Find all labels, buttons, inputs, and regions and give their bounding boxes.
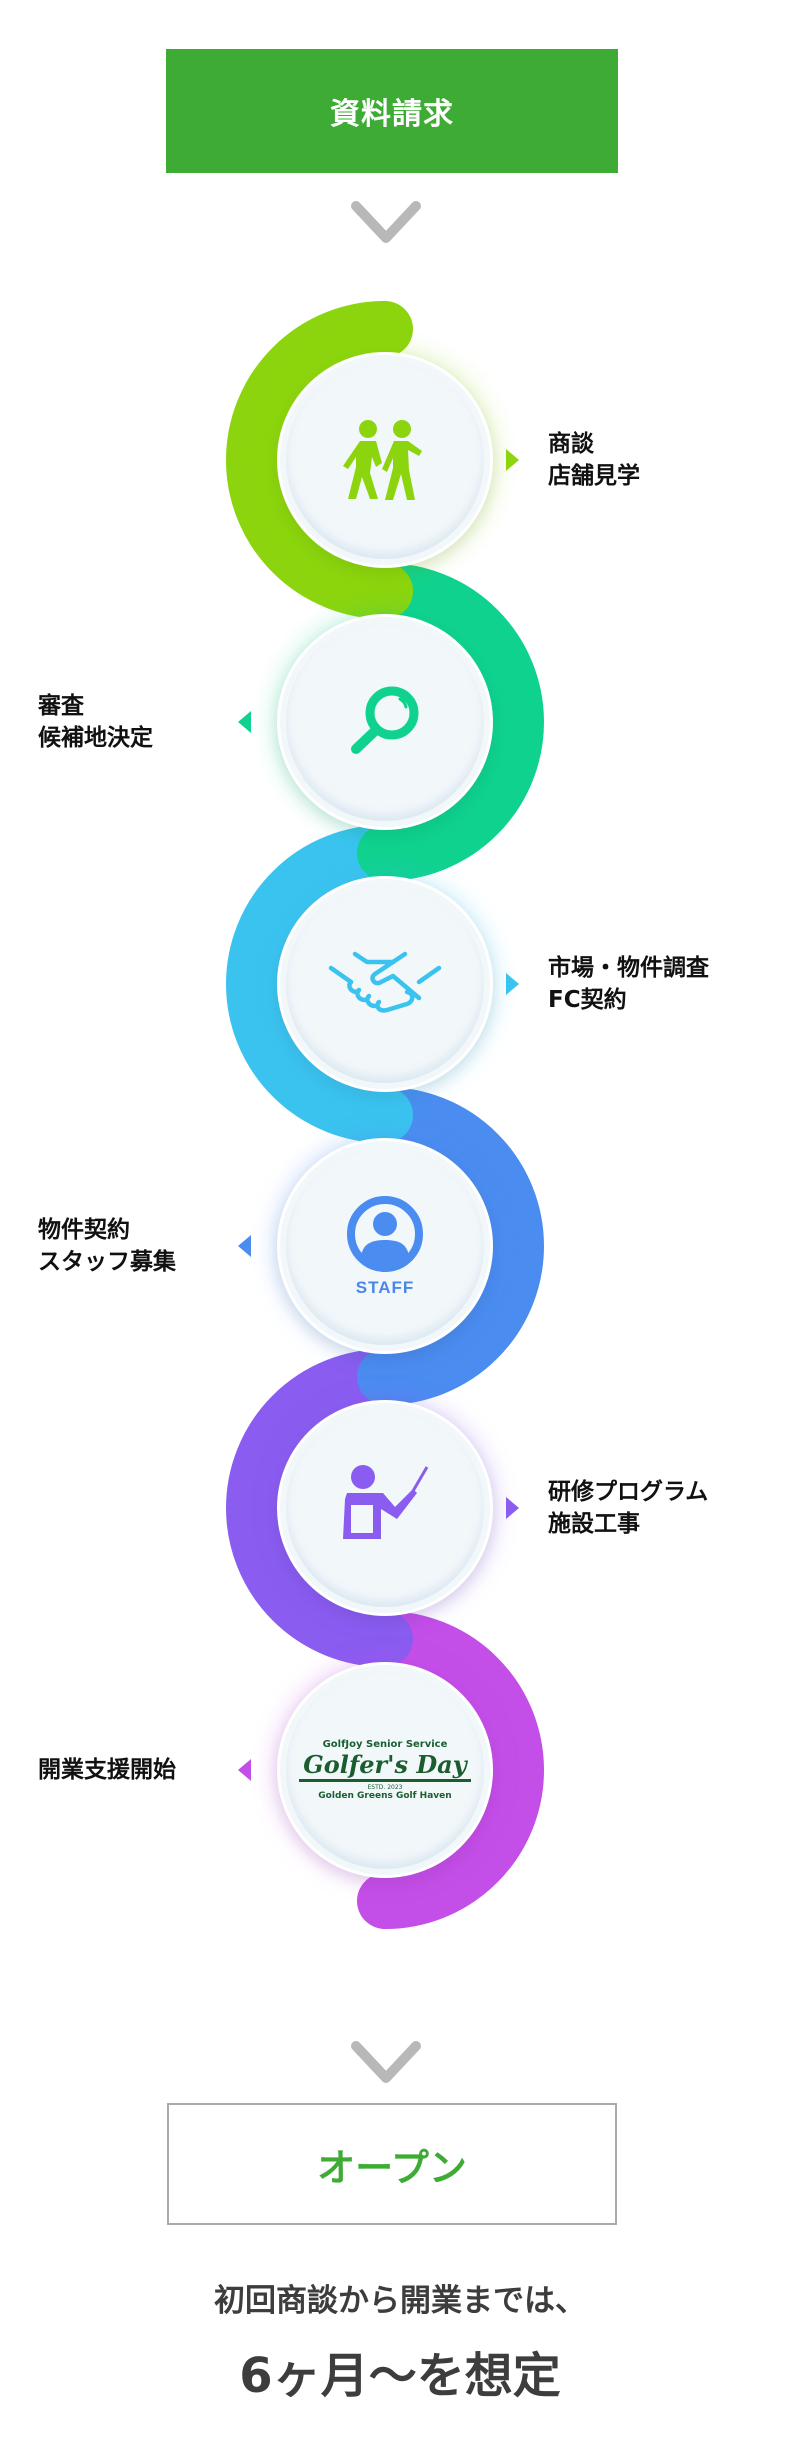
flow-arc-5 xyxy=(226,1349,413,1667)
step-circle-5 xyxy=(277,1400,493,1616)
triangle-left-icon xyxy=(238,1235,251,1257)
logo-bottom-text: Golden Greens Golf Haven xyxy=(318,1791,452,1801)
step-circle-1 xyxy=(277,352,493,568)
step-circle-3 xyxy=(277,876,493,1092)
step-label-line: 開業支援開始 xyxy=(38,1757,176,1783)
step-label-line: 候補地決定 xyxy=(38,725,153,751)
triangle-left-icon xyxy=(238,1759,251,1781)
logo-top-text: GolfJoy Senior Service xyxy=(322,1739,448,1750)
summary-line-1: 初回商談から開業までは、 xyxy=(214,2283,586,2319)
step-circle-2 xyxy=(277,614,493,830)
chevron-down-icon xyxy=(351,201,421,243)
open-label: オープン xyxy=(317,2145,467,2190)
step-label-5: 研修プログラム施設工事 xyxy=(548,1476,708,1540)
step-label-line: 物件契約 xyxy=(38,1217,130,1243)
flow-arc-6 xyxy=(357,1611,544,1929)
magnifier-icon xyxy=(340,677,430,767)
staff-icon-label: STAFF xyxy=(355,1278,415,1297)
logo-name: Golfer's Day xyxy=(299,1750,471,1782)
triangle-right-icon xyxy=(506,449,519,471)
triangle-right-icon xyxy=(506,1497,519,1519)
request-materials-button[interactable]: 資料請求 xyxy=(166,49,618,173)
step-label-1: 商談店舗見学 xyxy=(548,428,640,492)
step-label-line: 商談 xyxy=(548,431,594,457)
teacher-icon xyxy=(335,1463,435,1553)
logo-estd: ESTD. 2023 xyxy=(367,1784,403,1791)
step-label-line: 研修プログラム xyxy=(548,1479,709,1505)
flow-arc-4 xyxy=(357,1087,544,1405)
step-label-line: 施設工事 xyxy=(548,1511,640,1537)
step-label-line: スタッフ募集 xyxy=(38,1249,176,1275)
step-label-4: 物件契約スタッフ募集 xyxy=(38,1214,176,1278)
step-label-line: 市場・物件調査 xyxy=(548,955,709,981)
step-label-line: 審査 xyxy=(38,693,84,719)
flow-arc-1 xyxy=(226,301,413,619)
step-label-2: 審査候補地決定 xyxy=(38,690,153,754)
walking-people-icon xyxy=(340,415,430,505)
flow-arc-2 xyxy=(357,563,544,881)
triangle-right-icon xyxy=(506,973,519,995)
staff-icon: STAFF xyxy=(345,1194,425,1298)
step-label-line: FC契約 xyxy=(548,987,627,1013)
flow-arc-3 xyxy=(226,825,413,1143)
step-label-3: 市場・物件調査 FC契約 xyxy=(548,952,709,1016)
handshake-icon xyxy=(325,944,445,1024)
summary-line-2: 6ヶ月〜を想定 xyxy=(239,2348,561,2404)
step-label-6: 開業支援開始 xyxy=(38,1754,176,1786)
open-step-box: オープン xyxy=(167,2103,617,2225)
chevron-down-icon xyxy=(351,2041,421,2083)
step-label-line: 店舗見学 xyxy=(548,463,640,489)
triangle-left-icon xyxy=(238,711,251,733)
step-circle-4: STAFF xyxy=(277,1138,493,1354)
